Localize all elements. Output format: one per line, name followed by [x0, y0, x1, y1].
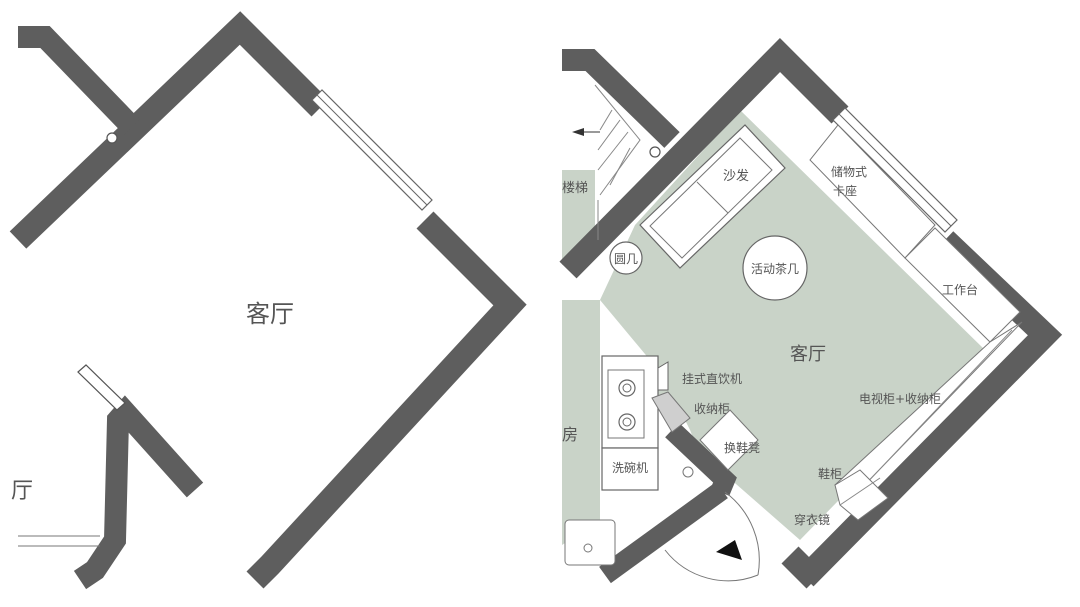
stairs — [594, 84, 641, 240]
floor-drain-icon — [682, 466, 694, 478]
stair-arrow-icon — [572, 128, 584, 136]
left-wall-bottom-inner — [73, 395, 204, 590]
tv-cabinet-label: 电视柜+收纳柜 — [859, 391, 941, 406]
right-wall-bottom — [599, 481, 728, 584]
storage-cabinet-grey — [651, 391, 691, 433]
work-desk — [904, 227, 1021, 343]
movable-table-label: 活动茶几 — [751, 261, 799, 276]
water-dispenser-unit — [657, 361, 669, 391]
stove — [607, 369, 645, 439]
dishwasher — [601, 447, 659, 491]
sink-drain-icon — [583, 543, 593, 553]
left-cut-label: 厅 — [11, 479, 33, 504]
right-window-glass — [838, 113, 952, 227]
left-floor-plan: 客厅 厅 — [9, 11, 527, 590]
right-wall-top — [559, 37, 849, 279]
right-wall-entry-right — [781, 546, 824, 589]
burner-1-icon — [618, 379, 636, 397]
storage-cabinet-label: 收纳柜 — [694, 402, 730, 416]
movable-coffee-table — [742, 235, 808, 301]
sofa-label: 沙发 — [723, 168, 749, 184]
burner-2-icon — [618, 413, 636, 431]
water-dispenser-label: 挂式直饮机 — [682, 372, 742, 386]
right-room-floor — [562, 300, 600, 545]
shoe-bench-label: 换鞋凳 — [724, 440, 760, 455]
entrance-arrow-icon — [716, 540, 742, 560]
desk-label: 工作台 — [942, 282, 978, 297]
right-pipe-icon — [649, 146, 661, 158]
room-label: 房 — [562, 425, 578, 444]
right-wall-stair-top — [562, 49, 680, 148]
shoe-bench — [699, 409, 759, 471]
left-wall-top-left — [9, 11, 329, 249]
right-wall-entry — [665, 422, 737, 496]
left-wall-right — [246, 211, 527, 589]
tv-cabinet-hatch-1 — [859, 329, 1013, 491]
storage-seat-label-2: 卡座 — [833, 183, 857, 198]
right-living-room-label: 客厅 — [790, 344, 826, 365]
shoe-cabinet — [834, 469, 889, 521]
stairs-label: 楼梯 — [562, 181, 588, 196]
entry-door-swing — [724, 491, 760, 576]
dishwasher-label: 洗碗机 — [612, 460, 648, 475]
left-wall-corridor — [18, 26, 140, 135]
left-pipe-icon — [106, 132, 118, 144]
left-window-glass — [316, 94, 428, 206]
left-door-leaf — [77, 364, 126, 411]
entry-door-arc — [664, 549, 759, 582]
sink — [564, 519, 616, 566]
mirror-label: 穿衣镜 — [794, 512, 830, 527]
round-side-table — [609, 241, 643, 275]
storage-seat-label-1: 储物式 — [831, 164, 867, 179]
shoe-cabinet-cross — [839, 477, 881, 506]
right-floor-plan: 沙发 圆几 活动茶几 储物式 卡座 工作台 电视柜+收纳柜 鞋柜 穿衣镜 挂式直… — [559, 37, 1063, 589]
sofa — [639, 124, 786, 269]
round-table-label: 圆几 — [614, 252, 638, 266]
shoe-cabinet-label: 鞋柜 — [818, 466, 842, 481]
left-living-room-label: 客厅 — [246, 300, 294, 328]
